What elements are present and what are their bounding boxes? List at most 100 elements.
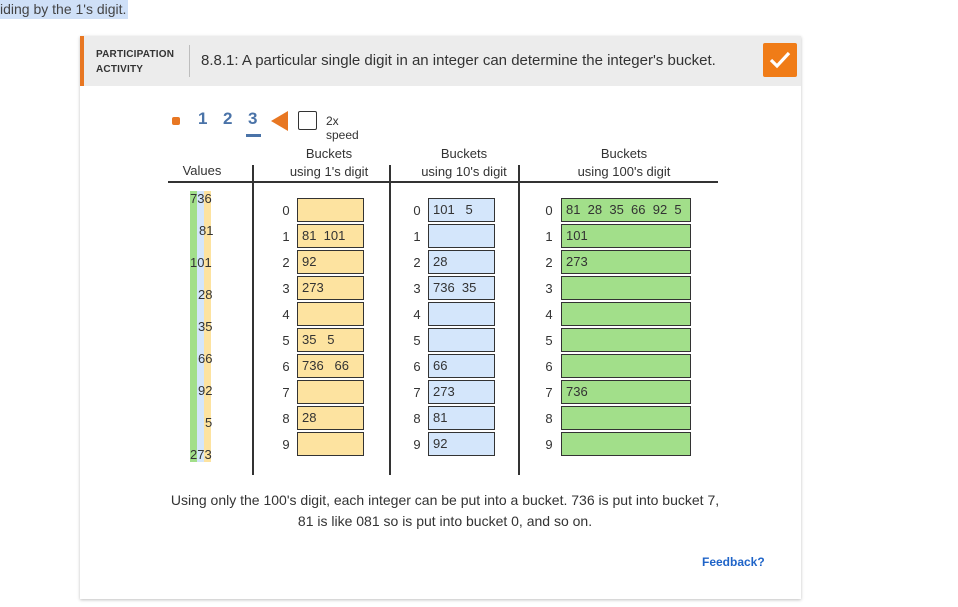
ones-index: 2: [282, 255, 290, 270]
ones-bucket-5: 35 5: [297, 328, 364, 352]
tens-index: 6: [413, 359, 421, 374]
tens-bucket-8: 81: [428, 406, 495, 430]
current-step-indicator: [246, 134, 261, 137]
activity-type-label: PARTICIPATION ACTIVITY: [96, 47, 186, 77]
ones-bucket-9: [297, 432, 364, 456]
tens-bucket-6: 66: [428, 354, 495, 378]
hundreds-bucket-9: [561, 432, 691, 456]
hundreds-index: 3: [545, 281, 553, 296]
column-divider-1: [252, 165, 254, 475]
hundreds-header-line2: using 100's digit: [577, 164, 671, 179]
activity-header: PARTICIPATION ACTIVITY 8.8.1: A particul…: [80, 36, 801, 86]
hundreds-bucket-7: 736: [561, 380, 691, 404]
tens-index: 1: [413, 229, 421, 244]
ones-bucket-0: [297, 198, 364, 222]
values-yellow-bar: [204, 191, 211, 462]
feedback-link[interactable]: Feedback?: [702, 555, 765, 569]
value-item: 92: [198, 383, 213, 398]
tens-bucket-7: 273: [428, 380, 495, 404]
header-rule: [168, 181, 718, 183]
hundreds-index: 1: [545, 229, 553, 244]
header-divider: [189, 45, 190, 77]
ones-index: 9: [282, 437, 290, 452]
tens-index: 4: [413, 307, 421, 322]
start-marker-icon[interactable]: [172, 117, 180, 125]
tens-bucket-5: [428, 328, 495, 352]
tens-index: 8: [413, 411, 421, 426]
tens-index: 2: [413, 255, 421, 270]
step-1-button[interactable]: 1: [198, 109, 208, 128]
hundreds-bucket-8: [561, 406, 691, 430]
hundreds-header-line1: Buckets: [600, 146, 648, 161]
tens-bucket-4: [428, 302, 495, 326]
values-header: Values: [182, 163, 222, 178]
hundreds-bucket-5: [561, 328, 691, 352]
value-item: 81: [199, 223, 214, 238]
tens-index: 0: [413, 203, 421, 218]
tens-index: 7: [413, 385, 421, 400]
values-green-bar: [190, 191, 197, 462]
ones-index: 4: [282, 307, 290, 322]
value-item: 5: [205, 415, 213, 430]
tens-bucket-3: 736 35: [428, 276, 495, 300]
speed-checkbox[interactable]: [298, 111, 317, 130]
column-divider-3: [518, 165, 520, 475]
column-divider-2: [389, 165, 391, 475]
ones-index: 1: [282, 229, 290, 244]
ones-header-line1: Buckets: [305, 146, 353, 161]
hundreds-index: 9: [545, 437, 553, 452]
ones-bucket-1: 81 101: [297, 224, 364, 248]
tens-bucket-0: 101 5: [428, 198, 495, 222]
ones-index: 3: [282, 281, 290, 296]
hundreds-index: 0: [545, 203, 553, 218]
value-item: 66: [198, 351, 213, 366]
ones-bucket-2: 92: [297, 250, 364, 274]
tens-bucket-9: 92: [428, 432, 495, 456]
ones-bucket-4: [297, 302, 364, 326]
value-item: 736: [190, 191, 212, 206]
tens-index: 5: [413, 333, 421, 348]
hundreds-bucket-4: [561, 302, 691, 326]
tens-header-line2: using 10's digit: [421, 164, 507, 179]
hundreds-index: 6: [545, 359, 553, 374]
activity-type-line1: PARTICIPATION: [96, 49, 175, 60]
selected-text-fragment: iding by the 1's digit.: [0, 0, 129, 19]
step-2-button[interactable]: 2: [223, 109, 233, 128]
tens-index: 3: [413, 281, 421, 296]
values-blue-bar: [197, 191, 204, 462]
caption-line-2: 81 is like 081 so is put into bucket 0, …: [297, 513, 593, 529]
ones-bucket-7: [297, 380, 364, 404]
step-caption: Using only the 100's digit, each integer…: [150, 490, 740, 532]
completion-check-icon: [763, 43, 797, 77]
tens-index: 9: [413, 437, 421, 452]
value-item: 273: [190, 447, 212, 462]
hundreds-bucket-2: 273: [561, 250, 691, 274]
hundreds-bucket-0: 81 28 35 66 92 5: [561, 198, 691, 222]
hundreds-index: 8: [545, 411, 553, 426]
play-back-icon[interactable]: [271, 111, 288, 131]
hundreds-bucket-3: [561, 276, 691, 300]
hundreds-bucket-6: [561, 354, 691, 378]
tens-bucket-1: [428, 224, 495, 248]
value-item: 28: [198, 287, 213, 302]
ones-index: 5: [282, 333, 290, 348]
ones-index: 6: [282, 359, 290, 374]
hundreds-index: 5: [545, 333, 553, 348]
ones-index: 0: [282, 203, 290, 218]
ones-index: 8: [282, 411, 290, 426]
speed-label: 2x speed: [326, 114, 359, 142]
tens-header-line1: Buckets: [440, 146, 488, 161]
step-3-button[interactable]: 3: [248, 109, 258, 128]
hundreds-index: 7: [545, 385, 553, 400]
ones-bucket-3: 273: [297, 276, 364, 300]
ones-header-line2: using 1's digit: [289, 164, 369, 179]
ones-bucket-8: 28: [297, 406, 364, 430]
activity-title: 8.8.1: A particular single digit in an i…: [201, 52, 716, 69]
value-item: 35: [198, 319, 213, 334]
activity-type-line2: ACTIVITY: [96, 64, 144, 75]
hundreds-index: 2: [545, 255, 553, 270]
value-item: 101: [190, 255, 212, 270]
tens-bucket-2: 28: [428, 250, 495, 274]
ones-index: 7: [282, 385, 290, 400]
